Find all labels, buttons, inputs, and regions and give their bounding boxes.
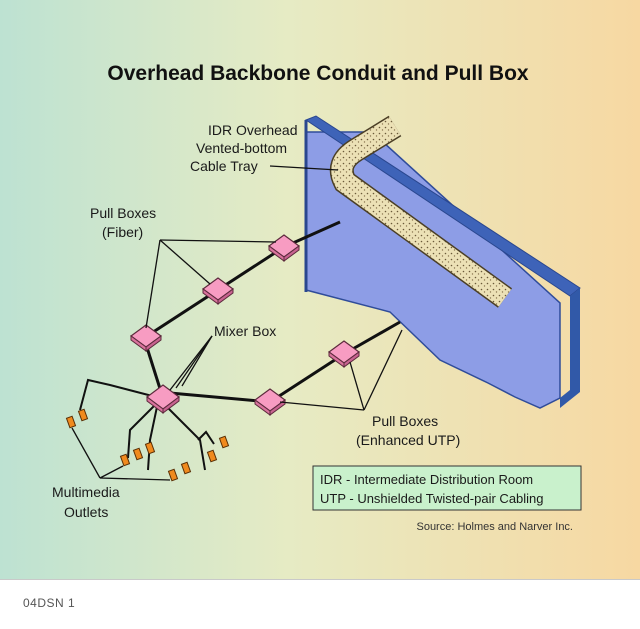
pull-fiber-label-line-2: (Fiber) (102, 224, 143, 240)
cable-tray (329, 115, 513, 308)
pull-box (201, 277, 235, 305)
mixer-box (146, 384, 180, 414)
pull-fiber-label-line-1: Pull Boxes (90, 205, 156, 221)
tray-label-line-1: IDR Overhead (208, 122, 297, 138)
pull-utp-label-line-1: Pull Boxes (372, 413, 438, 429)
diagram-title: Overhead Backbone Conduit and Pull Box (107, 62, 529, 85)
legend: IDR - Intermediate Distribution Room UTP… (312, 465, 582, 511)
legend-utp: UTP - Unshielded Twisted-pair Cabling (320, 491, 544, 506)
leader-lines (71, 165, 403, 481)
legend-idr: IDR - Intermediate Distribution Room (320, 472, 533, 487)
pull-utp-label-line-2: (Enhanced UTP) (356, 432, 460, 448)
pull-box (129, 324, 163, 352)
mixer-box-label: Mixer Box (214, 323, 276, 339)
tray-label-line-2: Vented-bottom (196, 140, 287, 156)
multimedia-outlet (65, 408, 230, 482)
outlets-label-line-2: Outlets (64, 504, 108, 520)
outlet-cabling (79, 378, 215, 471)
source-credit: Source: Holmes and Narver Inc. (416, 521, 573, 533)
footer-bar: 04DSN 1 (0, 579, 640, 629)
figure-code: 04DSN 1 (23, 596, 76, 610)
pull-box (327, 340, 361, 368)
tray-label-line-3: Cable Tray (190, 158, 258, 174)
backbone-diagram: Overhead Backbone Conduit and Pull Box (0, 0, 640, 579)
pull-box (253, 388, 287, 416)
outlets-label-line-1: Multimedia (52, 484, 120, 500)
